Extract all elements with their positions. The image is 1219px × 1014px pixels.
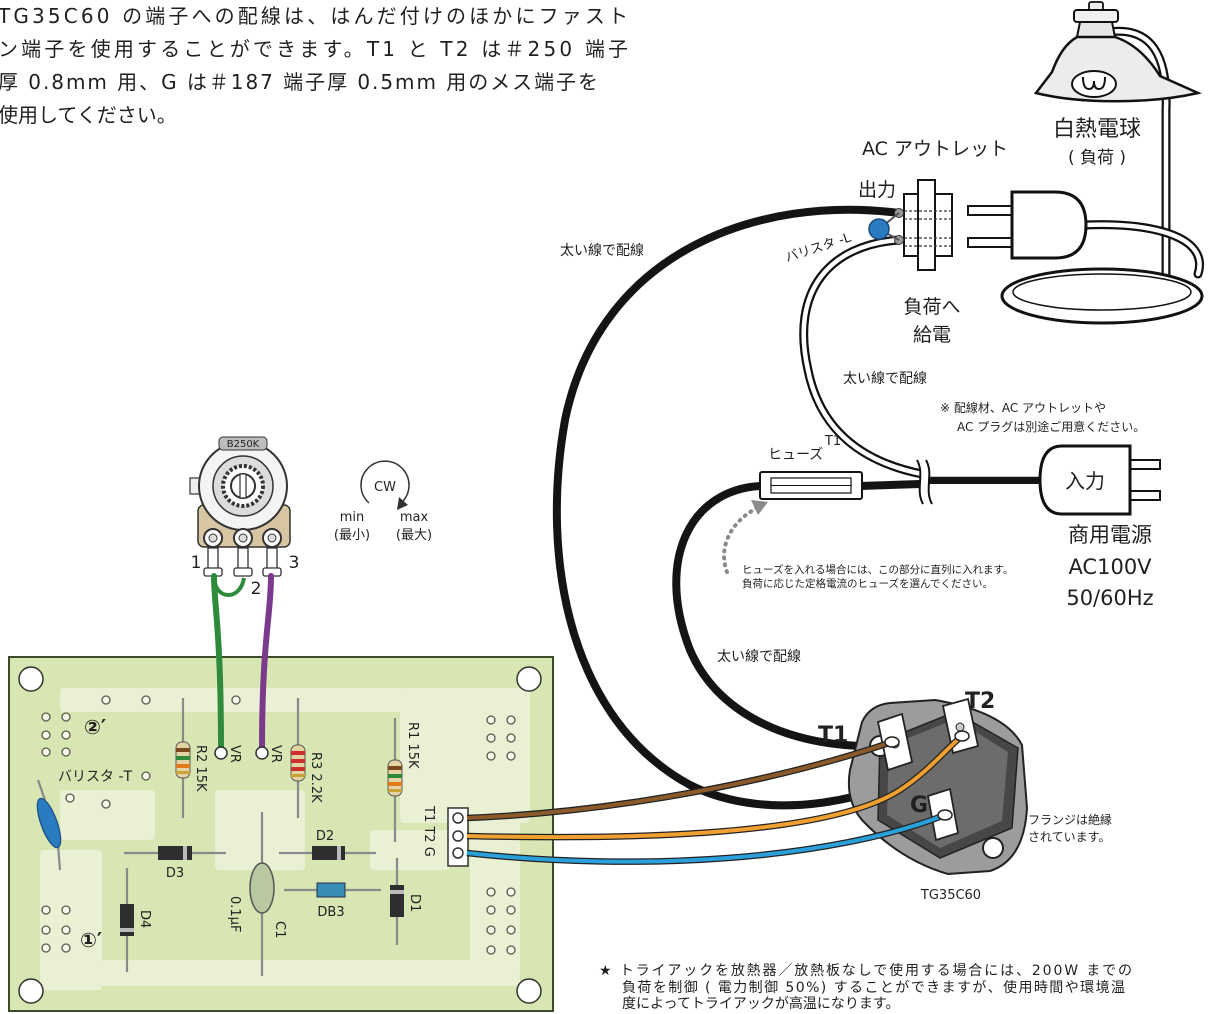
fuse-label: ヒューズ xyxy=(768,447,823,463)
input-plug-label: 入力 xyxy=(1065,469,1105,493)
outlet-title: AC アウトレット xyxy=(862,138,1008,160)
footnote-line-3: 度によってトライアックが高温になります。 xyxy=(622,995,899,1012)
pcb-triac-connector xyxy=(447,807,469,867)
load-plug xyxy=(967,190,1088,260)
cord-break-mark xyxy=(916,459,933,505)
pcb-vr-left-label: VR xyxy=(227,745,242,763)
lamp-shade xyxy=(1033,35,1202,103)
pcb-d4-label: D4 xyxy=(137,910,152,928)
capacitor-c1 xyxy=(249,812,275,976)
intro-line-1: TG35C60 の端子への配線は、はんだ付けのほかにファスト xyxy=(0,4,628,28)
fuse xyxy=(759,471,863,500)
flange-note-line-1: フランジは絶縁 xyxy=(1028,812,1112,827)
varistor-l xyxy=(868,212,900,241)
rotation-max-ja: (最大) xyxy=(396,528,432,543)
resistor-r1 xyxy=(387,718,403,842)
pot-pin-2-label: 2 xyxy=(251,579,262,599)
t2-orange-wire xyxy=(466,734,964,840)
triac-t1-label: T1 xyxy=(818,723,848,748)
mounting-hole xyxy=(516,666,542,692)
pcb-r3-label: R3 2.2K xyxy=(308,752,323,803)
diac-db3 xyxy=(284,882,381,898)
triac-model-label: TG35C60 xyxy=(920,888,981,903)
rotation-min-ja: (最小) xyxy=(334,528,370,543)
outlet-feed-line-2: 給電 xyxy=(913,324,951,346)
diode-d1 xyxy=(390,858,404,945)
pcb-c1-value: 0.1μF xyxy=(227,896,242,932)
varistor-t xyxy=(36,779,62,871)
intro-paragraph: TG35C60 の端子への配線は、はんだ付けのほかにファスト ン端子を使用するこ… xyxy=(0,4,628,127)
triac-lead-wires xyxy=(466,730,970,865)
cw-rotation-icon xyxy=(360,460,410,510)
footnote-line-2: 負荷を制御 ( 電力制御 50%) することができますが、使用時間や環境温 xyxy=(622,979,1125,996)
supply-note-line-2: AC プラグは別途ご用意ください。 xyxy=(957,419,1145,434)
resistor-r2 xyxy=(175,698,191,818)
wiring-note-fuse: 太い線で配線 xyxy=(717,649,801,665)
rotation-direction: CW xyxy=(374,480,396,495)
fuse-terminal-label: T1 xyxy=(824,434,841,449)
outlet-to-t2-wire xyxy=(552,205,939,810)
footnote-line-1: ★ トライアックを放熱器／放熱板なしで使用する場合には、200W までの xyxy=(599,962,1132,979)
pcb-d2-label: D2 xyxy=(316,829,334,844)
lamp-label: 白熱電球 xyxy=(1053,117,1141,142)
pcb-point-2: ②′ xyxy=(84,715,106,739)
mounting-hole xyxy=(18,666,44,692)
lamp-cord xyxy=(1080,220,1204,279)
lamp-sublabel: ( 負荷 ) xyxy=(1068,148,1126,168)
diode-d2 xyxy=(279,846,376,860)
rotation-max: max xyxy=(400,510,429,525)
pot-pin-1-label: 1 xyxy=(191,553,202,573)
lamp-base xyxy=(1000,267,1204,325)
pcb-connector-label: T1 T2 G xyxy=(421,805,436,857)
vr-green-wire xyxy=(211,573,224,753)
wiring-note-return: 太い線で配線 xyxy=(843,371,927,387)
mains-line-1: 商用電源 xyxy=(1068,523,1152,547)
pcb-db3-label: DB3 xyxy=(317,905,344,920)
vr-purple-wire xyxy=(259,573,274,753)
wiring-note-outlet: 太い線で配線 xyxy=(560,243,644,259)
pcb-pads xyxy=(41,695,516,955)
supply-note-line-1: ※ 配線材、AC アウトレットや xyxy=(940,400,1106,415)
intro-line-2: ン端子を使用することができます。T1 と T2 は＃250 端子 xyxy=(0,37,628,61)
pcb-c1-label: C1 xyxy=(272,921,287,938)
fuse-to-t1-wire xyxy=(672,482,882,751)
g-blue-wire xyxy=(466,813,946,864)
pcb-d3-label: D3 xyxy=(166,866,184,881)
outlet-feed-line-1: 負荷へ xyxy=(903,296,960,318)
outlet-output-label: 出力 xyxy=(858,179,896,201)
pcb-varistor-t-label: バリスタ -T xyxy=(58,769,133,785)
triac-g-label: G xyxy=(910,793,928,818)
flange-note-line-2: されています。 xyxy=(1028,830,1110,844)
diode-d4 xyxy=(120,868,134,972)
triac-t2-label: T2 xyxy=(965,689,995,714)
incandescent-lamp: 白熱電球 ( 負荷 ) xyxy=(1000,1,1204,325)
mains-line-3: 50/60Hz xyxy=(1066,586,1153,610)
pot-pin-3-label: 3 xyxy=(289,553,300,573)
triac-tg35c60 xyxy=(847,697,1029,876)
diode-d3 xyxy=(124,846,226,860)
mains-line-2: AC100V xyxy=(1068,555,1152,579)
pot-model-label: B250K xyxy=(227,439,260,450)
fuse-note-line-2: 負荷に応じた定格電流のヒューズを選んでください。 xyxy=(742,577,993,590)
mounting-hole xyxy=(516,978,542,1004)
potentiometer xyxy=(189,436,291,577)
pcb-r2-label: R2 15K xyxy=(193,745,208,792)
rotation-min: min xyxy=(340,510,365,525)
t1-brown-wire xyxy=(466,740,893,820)
resistor-r3 xyxy=(290,698,306,818)
pcb-r1-label: R1 15K xyxy=(405,722,420,769)
input-cord-fuse-side xyxy=(856,480,924,490)
pcb-vr-right-label: VR xyxy=(268,745,283,763)
intro-line-3: 厚 0.8mm 用、G は＃187 端子厚 0.5mm 用のメス端子を xyxy=(0,70,598,94)
pcb-d1-label: D1 xyxy=(407,894,422,912)
fuse-note-line-1: ヒューズを入れる場合には、この部分に直列に入れます。 xyxy=(742,563,1013,576)
pot-jumper-wire xyxy=(212,575,246,597)
fuse-pointer-arrow xyxy=(722,500,768,574)
input-plug xyxy=(1038,444,1161,516)
mounting-hole xyxy=(18,978,44,1004)
ac-outlet xyxy=(894,179,953,271)
intro-line-4: 使用してください。 xyxy=(0,103,177,127)
pcb-point-1: ①′ xyxy=(80,928,102,952)
